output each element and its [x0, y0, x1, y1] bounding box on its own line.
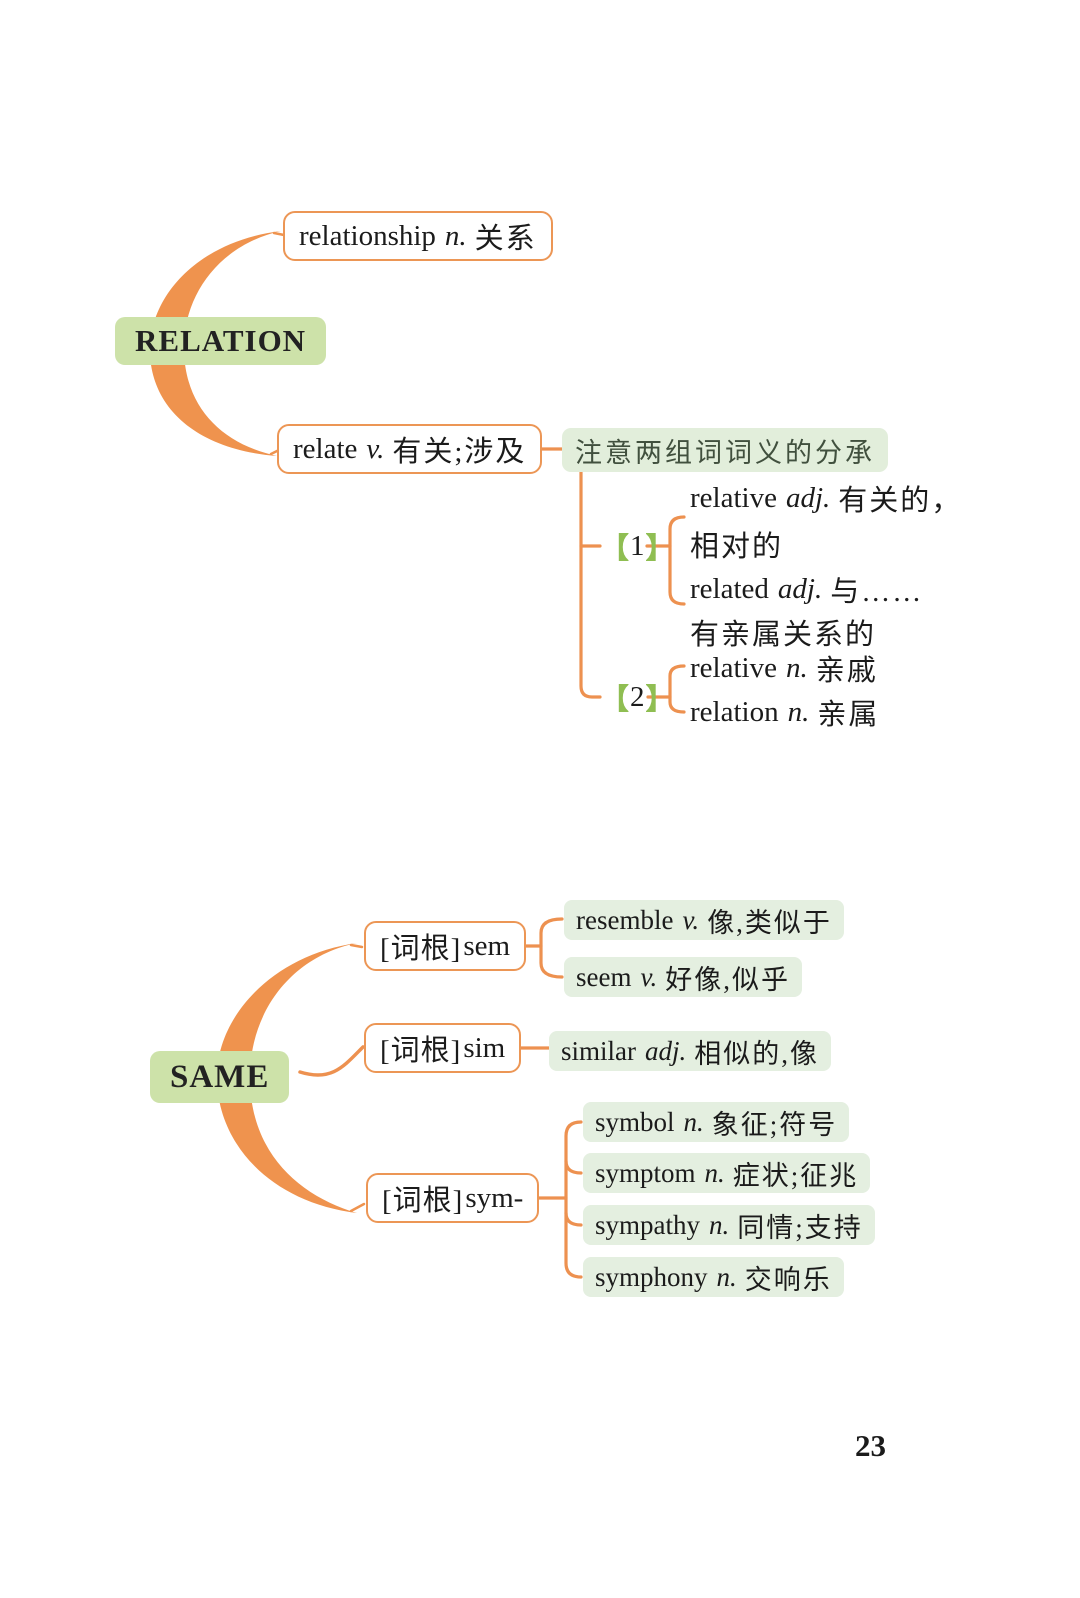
part-of-speech: n.	[709, 1209, 730, 1240]
definition-continued: 有亲属关系的	[690, 619, 877, 651]
part-of-speech: adj.	[645, 1035, 687, 1066]
word: similar	[561, 1035, 636, 1066]
word: seem	[576, 961, 632, 992]
definition-continued: 相对的	[690, 531, 784, 563]
part-of-speech: n.	[787, 695, 810, 728]
word: relative	[690, 651, 777, 684]
stem-prefix: [词根]	[380, 933, 462, 965]
same-sim-connector	[298, 1045, 365, 1077]
entry-related-adj-line2: 有亲属关系的	[690, 616, 876, 651]
sym-bracket	[564, 1120, 583, 1279]
note-text: 注意两组词词义的分承	[575, 437, 875, 468]
part-of-speech: n.	[716, 1261, 737, 1292]
word: relate	[293, 432, 358, 465]
definition: 关系	[474, 223, 537, 255]
same-root-label: SAME	[170, 1058, 270, 1095]
page-number: 23	[855, 1428, 886, 1463]
entry-relation-n: relation n. 亲属	[690, 695, 879, 732]
entry-relative-adj-line2: 相对的	[690, 528, 783, 563]
part-of-speech: n.	[704, 1157, 725, 1188]
leaf-symbol: symbol n. 象征;符号	[583, 1102, 850, 1142]
part-of-speech: v.	[682, 904, 700, 935]
stem-name: sim	[463, 1031, 506, 1064]
bracket-close: 】	[645, 684, 675, 716]
definition: 有关;涉及	[392, 436, 527, 468]
word: symptom	[595, 1157, 696, 1188]
group2-bracket	[668, 664, 686, 714]
part-of-speech: adj.	[785, 481, 831, 514]
relation-root-node: RELATION	[115, 317, 327, 365]
group1-bracket	[668, 515, 686, 606]
definition: 象征;符号	[711, 1109, 838, 1140]
definition: 同情;支持	[737, 1212, 863, 1243]
leaf-sympathy: sympathy n. 同情;支持	[583, 1205, 875, 1245]
part-of-speech: v.	[640, 961, 658, 992]
part-of-speech: n.	[683, 1106, 704, 1137]
group1-marker: 【 1 】	[600, 528, 675, 566]
leaf-resemble: resemble v. 像,类似于	[564, 900, 844, 940]
bracket-open: 【	[600, 533, 630, 565]
part-of-speech: v.	[366, 432, 385, 465]
group-number: 1	[630, 529, 645, 562]
word: symbol	[595, 1106, 675, 1137]
word: resemble	[576, 904, 674, 935]
leaf-symphony: symphony n. 交响乐	[583, 1257, 844, 1297]
stem-sim-node: [词根] sim	[364, 1023, 522, 1073]
leaf-symptom: symptom n. 症状;征兆	[583, 1153, 871, 1193]
definition: 亲属	[817, 699, 880, 731]
part-of-speech: n.	[444, 219, 467, 252]
stem-sym-node: [词根] sym-	[366, 1173, 540, 1223]
bracket-close: 】	[645, 533, 675, 565]
word: sympathy	[595, 1209, 700, 1240]
same-crescent-branch	[216, 943, 357, 1213]
group2-marker: 【 2 】	[600, 679, 675, 717]
definition: 相似的,像	[694, 1038, 820, 1069]
word: relationship	[299, 219, 436, 252]
word: related	[690, 572, 769, 605]
word: relative	[690, 481, 777, 514]
definition: 亲戚	[815, 655, 878, 687]
definition: 与……	[830, 576, 924, 608]
part-of-speech: n.	[785, 651, 808, 684]
stem-name: sym-	[465, 1181, 524, 1214]
relation-crescent-branch	[149, 231, 281, 456]
part-of-speech: adj.	[777, 572, 823, 605]
same-root-node: SAME	[150, 1051, 290, 1103]
note-node: 注意两组词词义的分承	[562, 428, 888, 472]
definition: 像,类似于	[707, 907, 832, 938]
definition: 交响乐	[744, 1264, 832, 1295]
stem-prefix: [词根]	[382, 1185, 464, 1217]
entry-related-adj-line1: related adj. 与……	[690, 572, 923, 609]
note-trunk	[579, 470, 602, 699]
leaf-similar: similar adj. 相似的,像	[549, 1031, 832, 1071]
stem-prefix: [词根]	[380, 1035, 462, 1067]
stem-name: sem	[463, 929, 511, 962]
leaf-seem: seem v. 好像,似乎	[564, 957, 802, 997]
word: relation	[690, 695, 779, 728]
stem-sem-node: [词根] sem	[364, 921, 527, 971]
entry-relative-n: relative n. 亲戚	[690, 651, 878, 688]
entry-relative-adj-line1: relative adj. 有关的，	[690, 481, 962, 518]
definition: 有关的，	[838, 485, 963, 517]
sem-bracket	[539, 917, 564, 979]
bracket-open: 【	[600, 684, 630, 716]
relationship-node: relationship n. 关系	[283, 211, 553, 261]
relate-node: relate v. 有关;涉及	[277, 424, 543, 474]
group-number: 2	[630, 680, 645, 713]
word: symphony	[595, 1261, 708, 1292]
definition: 症状;征兆	[732, 1160, 859, 1191]
relation-root-label: RELATION	[135, 323, 307, 358]
definition: 好像,似乎	[665, 964, 790, 995]
